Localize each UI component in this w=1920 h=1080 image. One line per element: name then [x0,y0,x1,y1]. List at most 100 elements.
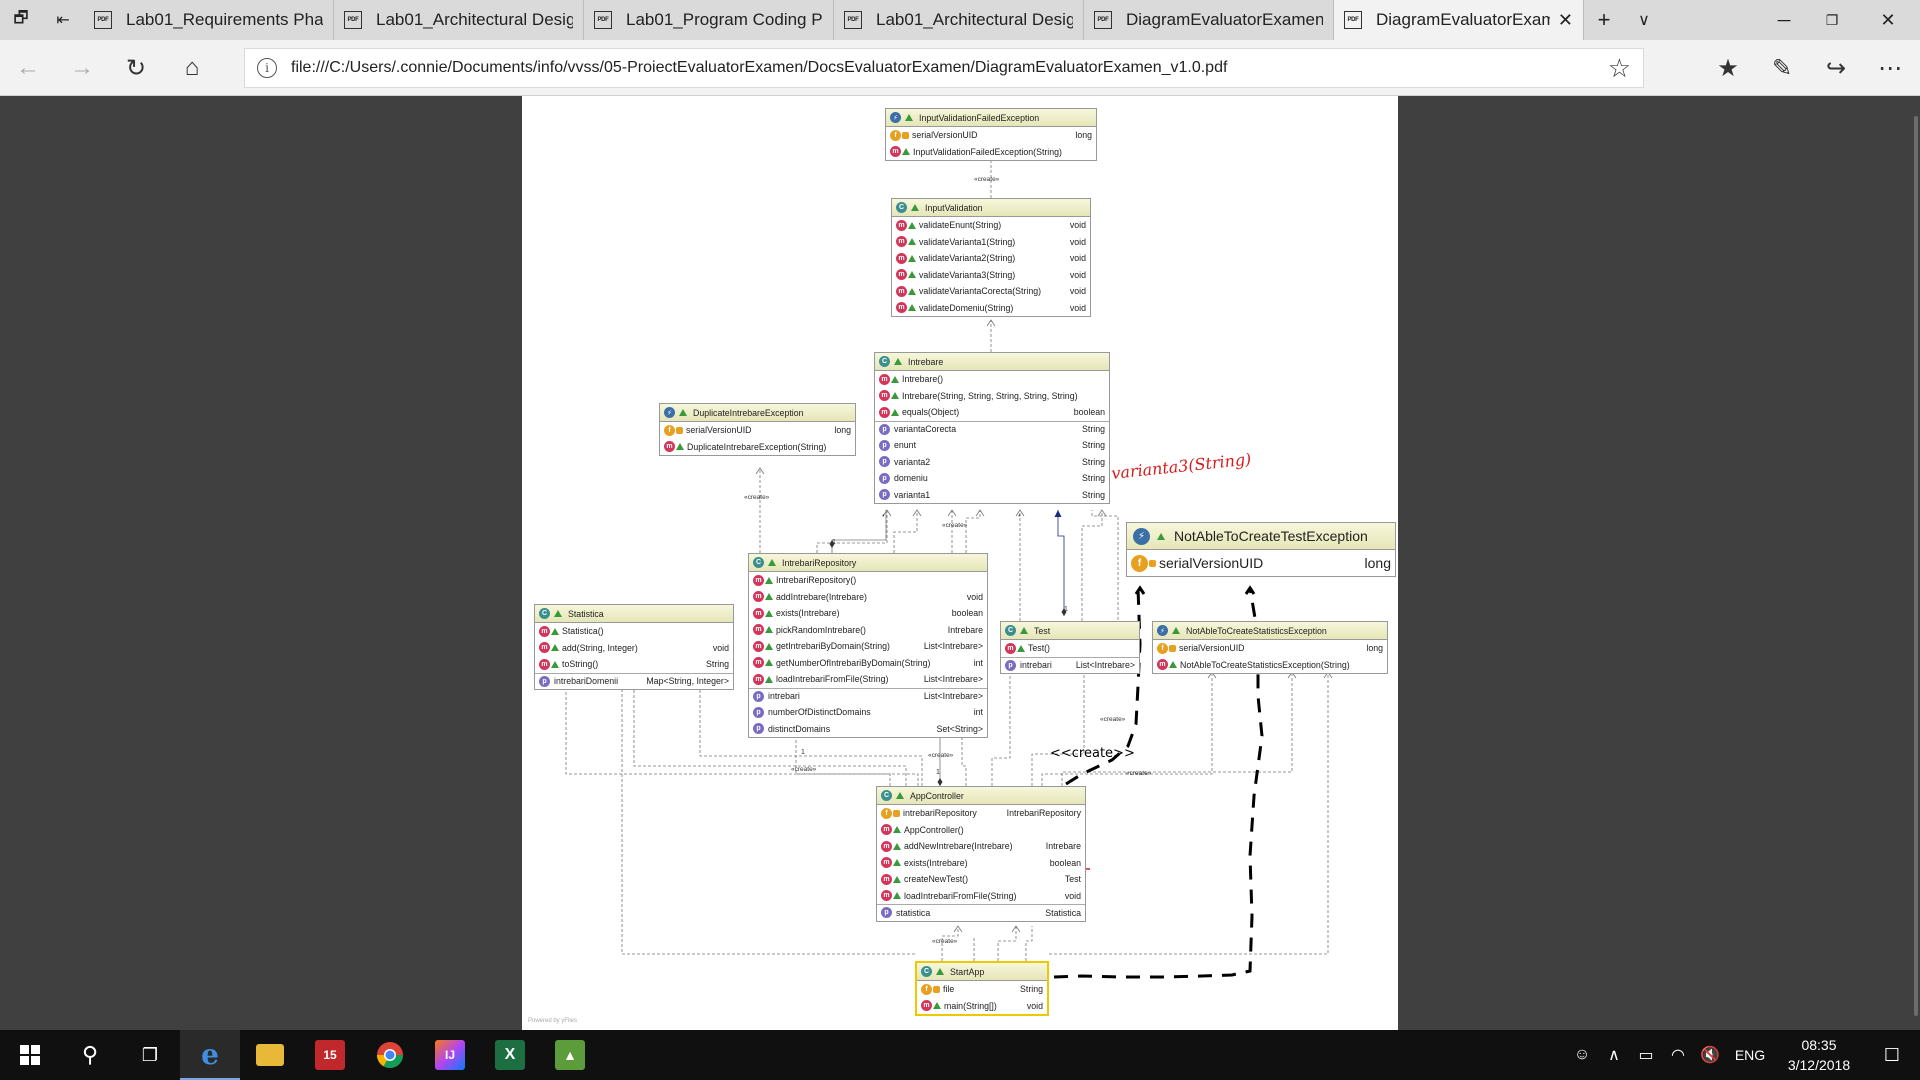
stereotype-label: «create» [791,766,817,773]
search-icon[interactable]: ⚲ [81,1042,99,1067]
member-name: addNewIntrebare(Intrebare) [904,841,1013,852]
volume-icon[interactable]: 🔇 [1700,1047,1720,1064]
clock[interactable]: 08:35 3/12/2018 [1774,1035,1864,1075]
wifi-icon[interactable]: ◠ [1671,1047,1685,1064]
class-name: InputValidationFailedException [919,112,1040,123]
tab-title: Lab01_Architectural Design [876,10,1073,29]
edge-browser-icon[interactable]: e [180,1030,240,1080]
show-hidden-icons-icon[interactable]: ∧ [1608,1047,1620,1064]
info-icon[interactable]: i [257,58,277,78]
method-icon: m [896,269,907,281]
home-button[interactable]: ⌂ [184,54,200,81]
property-icon: p [753,723,764,735]
dependency-edge [1049,672,1329,955]
input-language[interactable]: ENG [1734,1047,1766,1063]
tab-preview-button[interactable]: ∨ [1638,12,1650,29]
new-tab-button[interactable]: + [1597,7,1611,32]
member-name: exists(Intrebare) [776,608,840,619]
member-name: exists(Intrebare) [904,857,968,868]
vertical-scrollbar[interactable] [1914,116,1918,1016]
method-icon: m [921,1000,932,1012]
pdf-icon: PDF [594,11,612,29]
forward-button[interactable]: → [70,54,94,81]
chrome-icon[interactable] [360,1030,420,1080]
refresh-button[interactable]: ↻ [125,54,147,82]
member-type: long [834,425,851,436]
stereotype-label: «create» [1100,716,1126,723]
public-visibility-icon [1169,661,1177,669]
member-type: void [1026,1000,1043,1011]
class-name: Statistica [568,608,604,619]
class-kind-icon: C [539,608,550,619]
property-icon: p [879,456,890,468]
public-visibility-icon [551,627,559,635]
member-name: intrebari [768,691,800,702]
action-center-icon[interactable]: ☐ [1883,1044,1901,1065]
exception-kind-icon: ⚡ [890,112,901,123]
calendar-app-icon[interactable]: 15 [300,1030,360,1080]
public-visibility-icon [908,304,916,312]
public-visibility-icon [551,644,559,652]
close-window-button[interactable]: ✕ [1880,9,1896,30]
member-name: variantaCorecta [894,424,957,435]
pen-icon[interactable]: ✎ [1771,54,1793,82]
restore-button[interactable]: ❐ [1825,11,1839,28]
member-name: Intrebare() [902,374,944,385]
battery-icon[interactable]: ▭ [1638,1047,1654,1064]
minimize-button[interactable]: ─ [1777,9,1791,30]
member-type: String [1082,473,1105,484]
public-visibility-icon [765,675,773,683]
member-type: int [973,707,983,718]
public-visibility-icon [891,408,899,416]
address-bar[interactable]: i file:///C:/Users/.connie/Documents/inf… [244,48,1644,88]
clock-date: 3/12/2018 [1787,1057,1851,1073]
member-type: long [1075,130,1092,141]
people-icon[interactable]: ☺ [1573,1046,1591,1063]
image-viewer-icon[interactable]: ▲ [540,1030,600,1080]
public-visibility-icon [891,375,899,383]
dependency-edge [1031,658,1085,786]
taskbar: ⚲ ❐ e 15 IJ X ▲ ☺ ∧ ▭ ◠ 🔇 ENG 08:35 3/12… [0,1030,1920,1080]
back-button[interactable]: ← [16,54,40,81]
property-icon: p [1005,659,1016,671]
close-tab-icon[interactable]: ✕ [1557,9,1573,30]
member-name: validateEnunt(String) [919,220,1002,231]
member-type: String [1020,984,1043,995]
excel-icon[interactable]: X [480,1030,540,1080]
more-icon[interactable]: ⋯ [1878,54,1902,82]
intellij-icon[interactable]: IJ [420,1030,480,1080]
pdf-icon: PDF [1344,11,1362,29]
favorite-star-icon[interactable]: ☆ [1607,52,1631,83]
favorites-icon[interactable]: ★ [1717,54,1739,82]
start-windows-icon[interactable] [0,1030,60,1080]
share-icon[interactable]: ↪ [1825,54,1847,82]
file-explorer-icon[interactable] [240,1030,300,1080]
task-view-icon[interactable]: ❐ [141,1044,159,1065]
member-type: void [1064,890,1081,901]
pdf-viewer[interactable]: varianta3(String) ⚡InputValidationFailed… [0,96,1920,1030]
set-tabs-aside-icon[interactable]: ⇤ [56,12,70,29]
member-name: domeniu [894,473,928,484]
member-name: validateVarianta1(String) [919,236,1016,247]
member-name: validateVarianta2(String) [919,253,1016,264]
tab-manager-icon[interactable]: 🗗 [13,9,29,27]
address-url[interactable]: file:///C:/Users/.connie/Documents/info/… [291,59,1228,76]
